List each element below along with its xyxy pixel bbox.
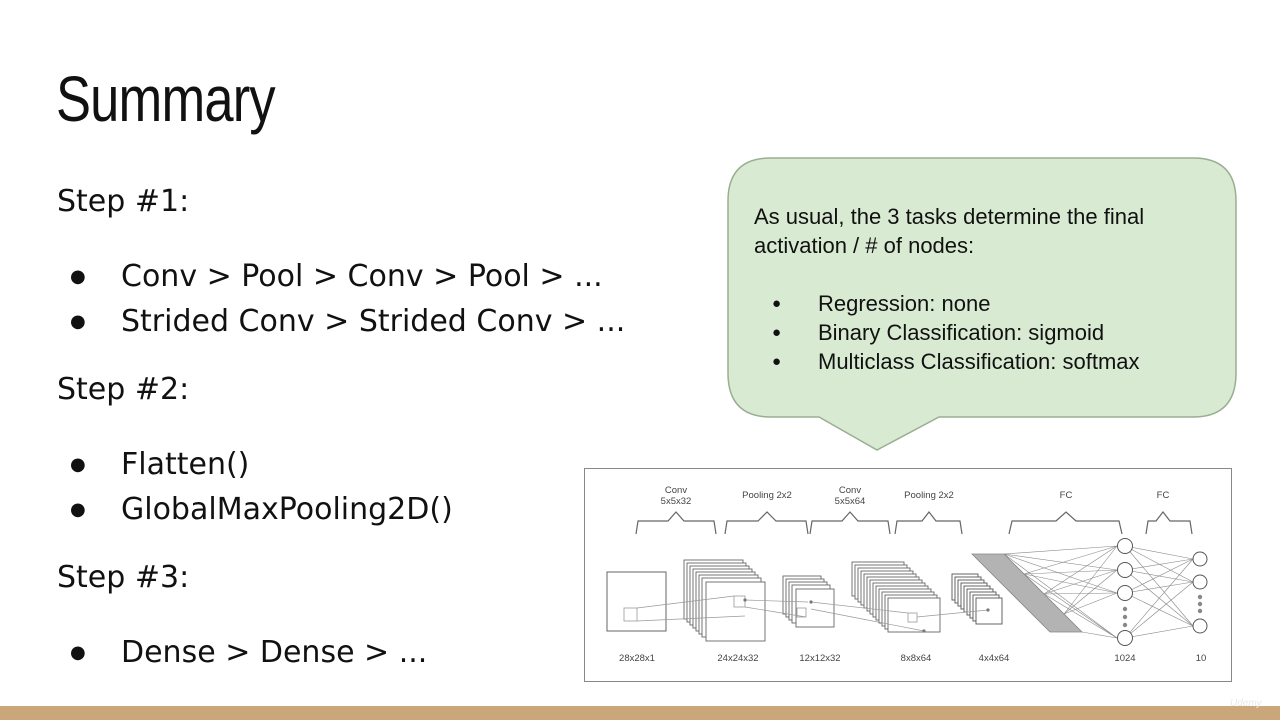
label-conv1: Conv [665,485,687,496]
cnn-architecture-diagram: Conv 5x5x32 Pooling 2x2 Conv 5x5x64 Pool… [584,468,1232,682]
conv1-feature-maps [683,559,766,642]
fc1-nodes [1117,538,1133,646]
input-volume [606,571,667,632]
label-pool1: Pooling 2x2 [742,490,792,501]
label-conv1-size: 5x5x32 [661,496,692,507]
conv2-feature-maps [851,561,941,633]
step-3-heading: Step #3: [57,560,190,595]
shape-label-pool2: 4x4x64 [979,653,1010,664]
bullet-item: Flatten() [66,442,453,487]
shape-label-input: 28x28x1 [619,653,655,664]
footer-bar [0,706,1280,720]
pool2-feature-maps [951,573,1003,625]
bullet-item: Dense > Dense > ... [66,630,427,675]
label-conv2-size: 5x5x64 [835,496,866,507]
callout-line-1: As usual, the 3 tasks determine the fina… [754,204,1145,229]
callout-list: Regression: none Binary Classification: … [754,289,1214,376]
step-3-bullets: Dense > Dense > ... [66,630,427,675]
udemy-watermark: Udemy [1230,698,1262,709]
label-fc1: FC [1060,490,1073,501]
callout-item: Multiclass Classification: softmax [754,347,1214,376]
flatten-to-fc1-connections [1003,545,1118,639]
speech-bubble-callout: As usual, the 3 tasks determine the fina… [727,157,1237,457]
callout-line-2: activation / # of nodes: [754,233,975,258]
callout-item: Binary Classification: sigmoid [754,318,1214,347]
bullet-item: Strided Conv > Strided Conv > ... [66,299,625,344]
label-fc2: FC [1157,490,1170,501]
step-1-heading: Step #1: [57,184,190,219]
callout-text: As usual, the 3 tasks determine the fina… [754,202,1214,376]
label-conv2: Conv [839,485,861,496]
shape-label-fc2: 10 [1196,653,1207,664]
layer-braces [635,511,1193,535]
step-1-bullets: Conv > Pool > Conv > Pool > ... Strided … [66,254,625,344]
label-pool2: Pooling 2x2 [904,490,954,501]
step-2-bullets: Flatten() GlobalMaxPooling2D() [66,442,453,532]
bullet-item: Conv > Pool > Conv > Pool > ... [66,254,625,299]
fc1-to-fc2-connections [1124,545,1194,639]
shape-label-fc1: 1024 [1114,653,1135,664]
shape-label-pool1: 12x12x32 [799,653,840,664]
callout-item: Regression: none [754,289,1214,318]
shape-label-conv2: 8x8x64 [901,653,932,664]
step-2-heading: Step #2: [57,372,190,407]
shape-label-conv1: 24x24x32 [717,653,758,664]
bullet-item: GlobalMaxPooling2D() [66,487,453,532]
fc2-nodes [1192,551,1208,634]
receptive-field-lines [636,595,989,632]
slide-title: Summary [56,63,276,135]
